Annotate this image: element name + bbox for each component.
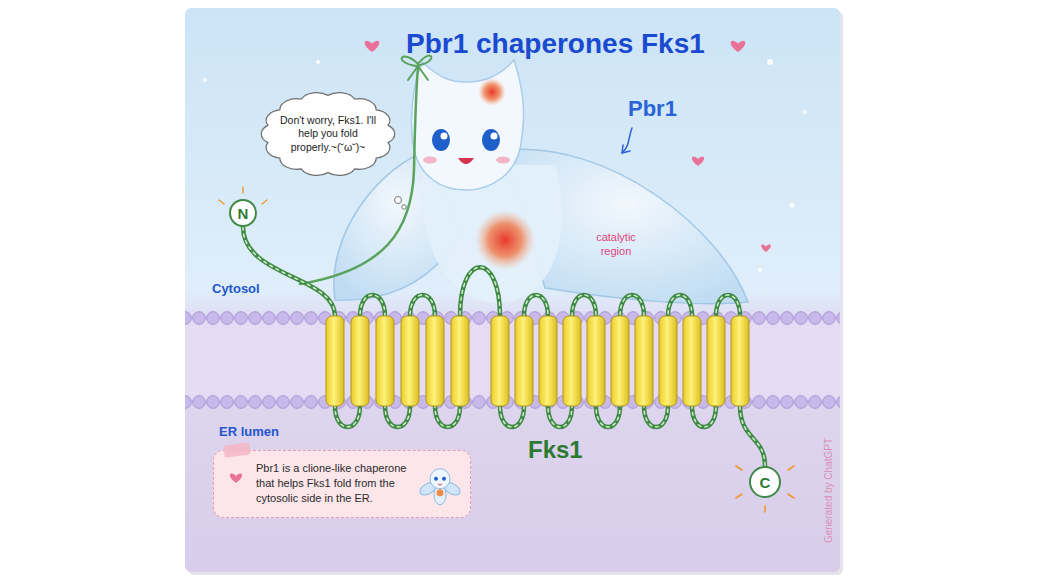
tm-helix	[515, 316, 533, 406]
tm-helix	[426, 316, 444, 406]
pbr1-creature	[496, 157, 510, 164]
fks1-chain	[243, 227, 765, 466]
sparkles	[790, 203, 795, 208]
pbr1-creature	[491, 133, 498, 140]
tm-helix	[376, 316, 394, 406]
fks1-chain	[243, 227, 765, 466]
tm-helix	[451, 316, 469, 406]
hearts	[731, 41, 746, 52]
pbr1-creature	[458, 158, 474, 164]
bubble-tail	[402, 205, 406, 209]
n-terminus: N	[229, 199, 257, 227]
tm-helices	[326, 316, 749, 406]
tm-helix	[401, 316, 419, 406]
pbr1-ribbon	[300, 68, 418, 284]
membrane	[185, 308, 840, 412]
pbr1-leader	[622, 128, 632, 153]
sparkles	[767, 59, 773, 65]
tm-helix	[659, 316, 677, 406]
clione-icon	[434, 477, 438, 481]
compartment-label: Cytosol	[212, 281, 260, 296]
tm-helix	[707, 316, 725, 406]
clione-icon	[442, 480, 463, 498]
tm-helix	[635, 316, 653, 406]
pbr1-creature	[478, 78, 506, 106]
compartment-label: ER lumen	[219, 424, 279, 439]
c-rays	[736, 466, 794, 512]
pbr1-creature	[432, 129, 450, 151]
terminus-label: C	[760, 475, 771, 490]
watermark: Generated by ChatGPT	[823, 438, 834, 543]
clione-icon	[437, 489, 444, 496]
tm-helix	[326, 316, 344, 406]
terminus-label: N	[238, 206, 249, 221]
pbr1-leader	[622, 128, 632, 153]
clione-icon	[438, 484, 442, 486]
bubble-tail	[395, 197, 402, 204]
pbr1-creature	[482, 129, 500, 151]
hearts	[761, 244, 771, 252]
region-label: catalytic region	[585, 230, 647, 259]
clione-icon	[434, 485, 446, 505]
tm-helix	[731, 316, 749, 406]
pbr1-creature	[334, 60, 748, 304]
pbr1-ribbon	[408, 66, 428, 80]
speech-bubble: Don't worry, Fks1. I'll help you fold pr…	[258, 88, 398, 180]
heart	[230, 474, 242, 483]
clione-icon	[442, 477, 446, 481]
hearts	[365, 41, 380, 52]
tm-helix	[351, 316, 369, 406]
protein-name: Pbr1	[628, 96, 677, 122]
clione-icon	[418, 469, 463, 505]
note-text: Pbr1 is a clione-like chaperone that hel…	[256, 461, 408, 507]
hearts	[692, 157, 704, 166]
card-ground	[185, 8, 840, 572]
tm-helix	[683, 316, 701, 406]
c-rays	[736, 466, 794, 512]
tm-helix	[491, 316, 509, 406]
clione-icon	[430, 469, 450, 489]
tm-helix	[563, 316, 581, 406]
note-box: Pbr1 is a clione-like chaperone that hel…	[213, 450, 471, 518]
sparkles	[203, 78, 207, 82]
sparkles	[316, 60, 320, 64]
sparkles	[203, 59, 807, 272]
cloud-outline	[261, 93, 394, 176]
clione-icon	[418, 480, 439, 498]
protein-name: Fks1	[528, 436, 583, 464]
pbr1-leader	[622, 145, 630, 153]
sparkles	[758, 268, 762, 272]
tm-helix	[539, 316, 557, 406]
pbr1-ribbon	[300, 56, 431, 284]
tape	[223, 442, 250, 458]
bubble-tail	[395, 197, 407, 210]
tm-helix	[611, 316, 629, 406]
speech-text: Don't worry, Fks1. I'll help you fold pr…	[279, 114, 377, 154]
pbr1-creature	[441, 133, 448, 140]
fks1-chain	[243, 227, 765, 466]
diagram-title: Pbr1 chaperones Fks1	[406, 28, 705, 60]
tm-helix	[587, 316, 605, 406]
pbr1-creature	[475, 210, 535, 270]
sparkles	[803, 110, 807, 114]
pbr1-creature	[423, 157, 437, 164]
c-terminus: C	[749, 466, 781, 498]
